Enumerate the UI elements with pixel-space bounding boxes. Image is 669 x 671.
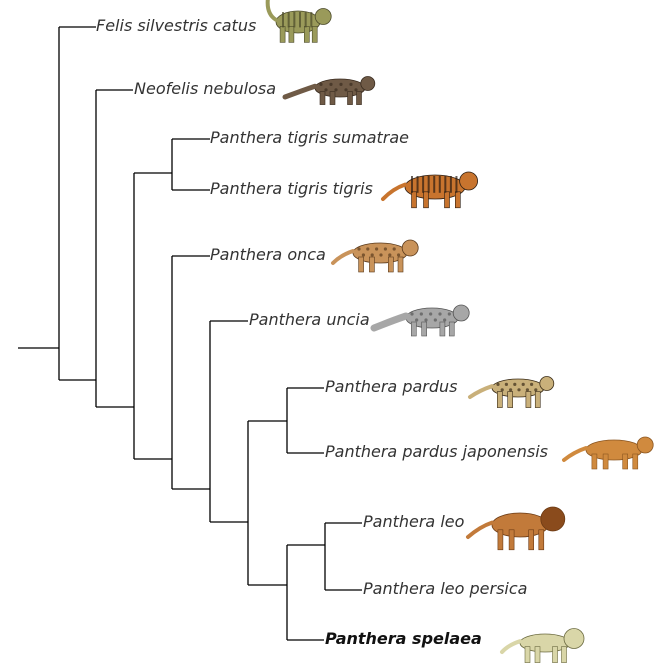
amur-leopard-illustration (564, 437, 653, 469)
jaguar-illustration (333, 240, 418, 272)
lion-illustration (468, 507, 565, 550)
clouded-leopard-illustration (285, 77, 375, 105)
domestic-cat-illustration (268, 0, 332, 42)
bengal-tiger-illustration (383, 172, 478, 208)
leopard-illustration (470, 377, 554, 408)
snow-leopard-illustration (374, 305, 469, 336)
cave-lion-illustration (502, 629, 584, 663)
